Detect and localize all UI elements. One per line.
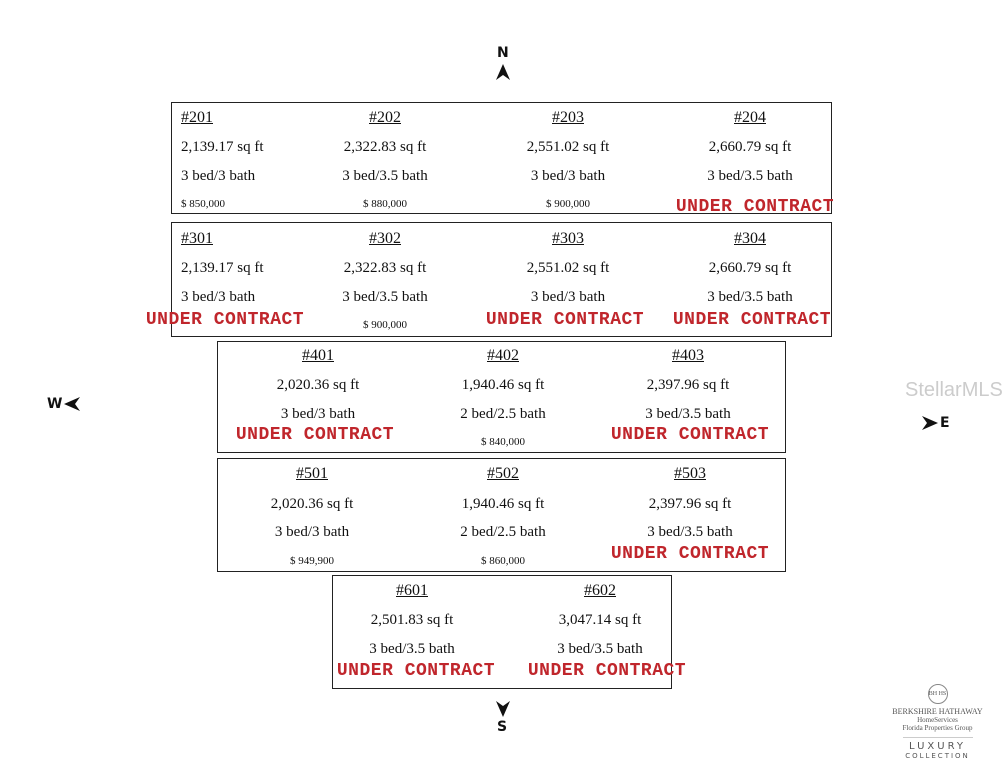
floor-4-box xyxy=(217,341,786,453)
logo-collection: COLLECTION xyxy=(905,752,970,760)
unit-number: #402 xyxy=(487,347,519,364)
arrow-south-icon xyxy=(496,701,510,717)
unit-sqft: 2,322.83 sq ft xyxy=(343,260,427,276)
unit-beds-baths: 3 bed/3 bath xyxy=(274,524,350,540)
unit-sqft: 2,551.02 sq ft xyxy=(526,260,610,276)
brokerage-logo: BH HS BERKSHIRE HATHAWAY HomeServices Fl… xyxy=(880,684,995,760)
unit-price: $ 880,000 xyxy=(363,198,407,210)
logo-emblem: BH HS xyxy=(927,684,948,704)
unit-price: $ 860,000 xyxy=(481,555,525,567)
unit-sqft: 3,047.14 sq ft xyxy=(558,612,642,628)
floor-2-box xyxy=(171,102,832,214)
unit-number: #403 xyxy=(672,347,704,364)
compass-west: W xyxy=(47,396,63,412)
floor-3-box xyxy=(171,222,832,337)
unit-number: #401 xyxy=(302,347,334,364)
unit-number: #502 xyxy=(487,465,519,482)
unit-beds-baths: 3 bed/3.5 bath xyxy=(342,289,428,305)
watermark: StellarMLS xyxy=(905,379,1003,401)
unit-beds-baths: 3 bed/3 bath xyxy=(530,168,606,184)
unit-beds-baths: 3 bed/3 bath xyxy=(181,289,256,305)
arrow-west-icon xyxy=(64,397,80,411)
unit-beds-baths: 3 bed/3 bath xyxy=(530,289,606,305)
under-contract-label: UNDER CONTRACT xyxy=(527,661,687,681)
unit-number: #304 xyxy=(734,230,766,247)
unit-beds-baths: 3 bed/3.5 bath xyxy=(647,524,733,540)
unit-price: $ 949,900 xyxy=(290,555,334,567)
unit-sqft: 2,660.79 sq ft xyxy=(708,139,792,155)
under-contract-label: UNDER CONTRACT xyxy=(610,425,770,445)
logo-luxury: LUXURY xyxy=(909,741,966,752)
unit-price: $ 900,000 xyxy=(546,198,590,210)
compass-south: S xyxy=(497,719,508,735)
unit-sqft: 2,397.96 sq ft xyxy=(646,377,730,393)
arrow-north-icon xyxy=(496,64,510,80)
under-contract-label: UNDER CONTRACT xyxy=(675,197,835,217)
unit-sqft: 2,139.17 sq ft xyxy=(181,260,264,276)
unit-sqft: 2,020.36 sq ft xyxy=(276,377,360,393)
logo-sub2: Florida Properties Group xyxy=(902,724,973,732)
unit-sqft: 2,501.83 sq ft xyxy=(370,612,454,628)
unit-beds-baths: 3 bed/3.5 bath xyxy=(557,641,643,657)
under-contract-label: UNDER CONTRACT xyxy=(672,310,832,330)
unit-beds-baths: 3 bed/3 bath xyxy=(280,406,356,422)
under-contract-label: UNDER CONTRACT xyxy=(235,425,395,445)
unit-number: #601 xyxy=(396,582,428,599)
unit-sqft: 2,139.17 sq ft xyxy=(181,139,264,155)
unit-price: $ 900,000 xyxy=(363,319,407,331)
unit-number: #501 xyxy=(296,465,328,482)
unit-sqft: 1,940.46 sq ft xyxy=(461,496,545,512)
under-contract-label: UNDER CONTRACT xyxy=(336,661,496,681)
unit-number: #202 xyxy=(369,109,401,126)
unit-sqft: 2,322.83 sq ft xyxy=(343,139,427,155)
unit-number: #503 xyxy=(674,465,706,482)
unit-beds-baths: 3 bed/3.5 bath xyxy=(707,289,793,305)
arrow-east-icon xyxy=(922,416,938,430)
floor-5-box xyxy=(217,458,786,572)
logo-brand: BERKSHIRE HATHAWAY xyxy=(892,707,983,716)
logo-sub1: HomeServices xyxy=(917,716,958,724)
under-contract-label: UNDER CONTRACT xyxy=(485,310,645,330)
unit-beds-baths: 3 bed/3.5 bath xyxy=(342,168,428,184)
unit-beds-baths: 2 bed/2.5 bath xyxy=(460,524,546,540)
unit-number: #301 xyxy=(181,230,213,247)
unit-sqft: 2,397.96 sq ft xyxy=(648,496,732,512)
unit-number: #203 xyxy=(552,109,584,126)
unit-sqft: 1,940.46 sq ft xyxy=(461,377,545,393)
unit-number: #303 xyxy=(552,230,584,247)
unit-price: $ 850,000 xyxy=(181,198,225,210)
unit-sqft: 2,551.02 sq ft xyxy=(526,139,610,155)
unit-beds-baths: 3 bed/3.5 bath xyxy=(645,406,731,422)
unit-beds-baths: 3 bed/3 bath xyxy=(181,168,256,184)
unit-number: #302 xyxy=(369,230,401,247)
unit-number: #602 xyxy=(584,582,616,599)
unit-beds-baths: 3 bed/3.5 bath xyxy=(707,168,793,184)
unit-price: $ 840,000 xyxy=(481,436,525,448)
compass-east: E xyxy=(940,415,950,431)
unit-beds-baths: 3 bed/3.5 bath xyxy=(369,641,455,657)
unit-number: #201 xyxy=(181,109,213,126)
floor-6-box xyxy=(332,575,672,689)
under-contract-label: UNDER CONTRACT xyxy=(145,310,305,330)
unit-beds-baths: 2 bed/2.5 bath xyxy=(460,406,546,422)
unit-number: #204 xyxy=(734,109,766,126)
unit-sqft: 2,660.79 sq ft xyxy=(708,260,792,276)
under-contract-label: UNDER CONTRACT xyxy=(610,544,770,564)
compass-north: N xyxy=(497,45,509,61)
unit-sqft: 2,020.36 sq ft xyxy=(270,496,354,512)
